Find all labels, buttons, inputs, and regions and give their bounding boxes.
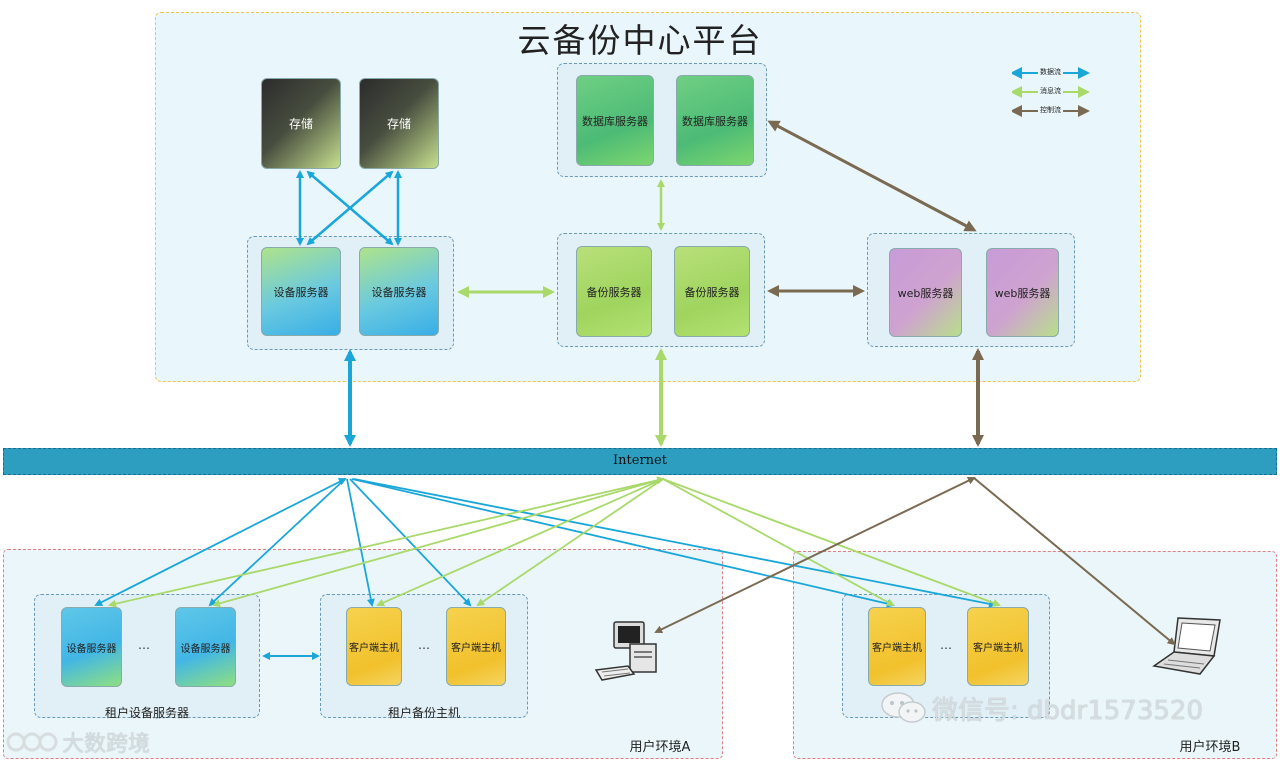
user-environment-a-label: 用户环境A [629, 740, 691, 755]
storage-1: 存储 [261, 78, 341, 169]
tenant-device-server-2: 设备服务器 [175, 607, 236, 687]
tenant-client-host-2: 客户端主机 [446, 607, 506, 686]
legend-data-flow: 数据流 [1038, 67, 1063, 77]
env-b-client-host-1: 客户端主机 [868, 607, 926, 686]
legend-control-flow: 控制流 [1038, 105, 1063, 115]
backup-server-2: 备份服务器 [674, 246, 750, 337]
web-server-1: web服务器 [889, 248, 962, 337]
brand-watermark-text: 大数跨境 [62, 732, 151, 757]
device-server-2: 设备服务器 [359, 247, 439, 336]
device-server-1: 设备服务器 [261, 247, 341, 336]
wechat-icon [881, 692, 926, 723]
tenant-device-group-label: 租户设备服务器 [104, 706, 189, 720]
platform-title: 云备份中心平台 [517, 21, 763, 60]
tenant-device-server-1: 设备服务器 [61, 607, 122, 687]
env-b-client-ellipsis: … [940, 638, 952, 652]
web-server-2: web服务器 [986, 248, 1059, 337]
desktop-computer-icon [592, 618, 664, 690]
wechat-watermark-text: 微信号: dbdr1573520 [932, 695, 1204, 726]
brand-watermark: 大数跨境 [6, 725, 176, 759]
legend-message-flow: 消息流 [1038, 86, 1063, 96]
database-server-1: 数据库服务器 [576, 75, 654, 166]
backup-server-1: 备份服务器 [576, 246, 652, 337]
tenant-device-ellipsis: … [138, 638, 150, 652]
user-environment-b-label: 用户环境B [1179, 740, 1241, 755]
legend: 数据流 消息流 控制流 [1010, 64, 1092, 120]
laptop-icon [1148, 612, 1228, 684]
brand-logo-icon [6, 732, 58, 752]
env-b-client-host-2: 客户端主机 [967, 607, 1029, 686]
internet-bar: Internet [3, 448, 1277, 475]
tenant-client-ellipsis: … [418, 638, 430, 652]
tenant-client-host-1: 客户端主机 [346, 607, 402, 686]
wechat-watermark: 微信号: dbdr1573520 [880, 688, 1240, 728]
tenant-backup-group-label: 租户备份主机 [387, 706, 460, 720]
storage-2: 存储 [359, 78, 439, 169]
database-server-2: 数据库服务器 [676, 75, 754, 166]
